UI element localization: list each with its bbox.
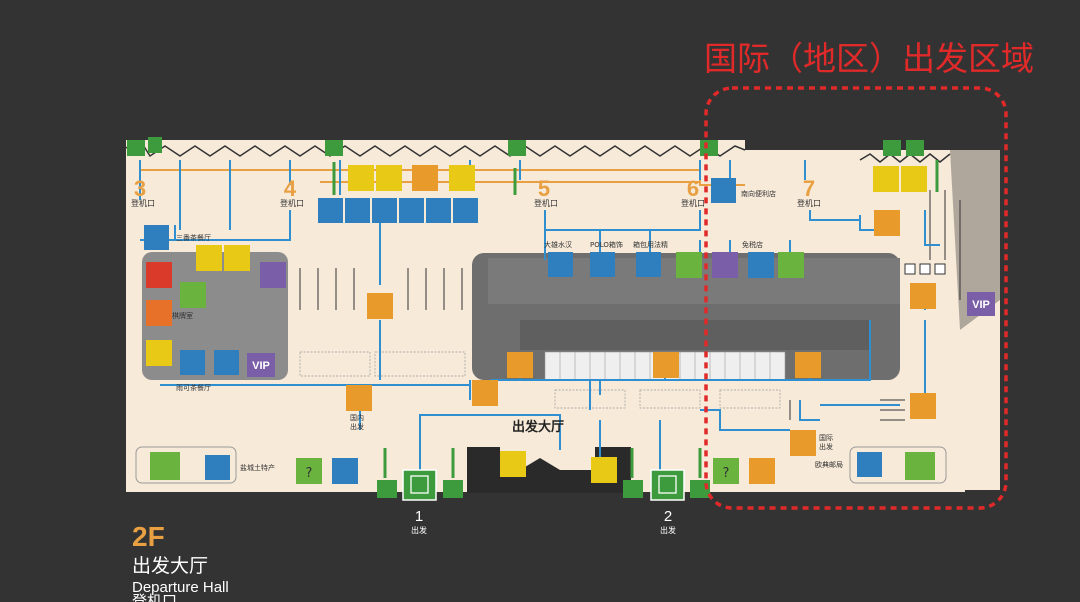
chess-room-label: 棋牌室 bbox=[172, 311, 193, 320]
nursing-icon bbox=[712, 252, 738, 278]
entrance-number: 1 bbox=[415, 508, 423, 525]
escalator-icon bbox=[348, 165, 374, 191]
shop-icons bbox=[144, 178, 882, 480]
gate-label: 登机口 bbox=[681, 198, 705, 208]
entrance-2-icon[interactable] bbox=[650, 469, 685, 501]
elevator-icon bbox=[591, 457, 617, 483]
floor-sub: 登机口 bbox=[132, 593, 177, 602]
local-specialty-label: 盐城土特产 bbox=[240, 463, 275, 472]
intl-departure-label: 国际出发 bbox=[819, 433, 833, 451]
elevator-icon bbox=[449, 165, 475, 191]
facade-edge bbox=[125, 138, 746, 158]
vip-badge-left bbox=[247, 353, 275, 377]
info-icon bbox=[296, 458, 322, 484]
dajing-water-label: 大雄水汉 bbox=[544, 240, 572, 249]
entrance-number: 2 bbox=[664, 508, 672, 525]
left-core bbox=[142, 252, 288, 380]
elevator-icon bbox=[367, 293, 393, 319]
entrance-label: 出发 bbox=[411, 525, 427, 535]
toilet-icon bbox=[150, 452, 180, 480]
convenience-label: 南向便利店 bbox=[741, 189, 776, 198]
exit-signs bbox=[127, 137, 924, 498]
floor-name-cn: 出发大厅 bbox=[132, 555, 208, 577]
restaurant-icon bbox=[146, 262, 172, 288]
gate-number: 5 bbox=[538, 176, 550, 201]
polo-label: POLO箱饰 bbox=[590, 240, 623, 249]
info-icon bbox=[713, 458, 739, 484]
svg-text:?: ? bbox=[306, 466, 313, 481]
luggage-icon bbox=[795, 352, 821, 378]
domestic-departure-icon bbox=[346, 385, 372, 411]
facility-icons bbox=[146, 165, 936, 484]
stairs-icon bbox=[901, 166, 927, 192]
toilet-icon bbox=[676, 252, 702, 278]
restaurant-icon bbox=[146, 300, 172, 326]
gate-number: 6 bbox=[687, 176, 699, 201]
baby-icon bbox=[748, 252, 774, 278]
luggage-shop-label: 箱包用法精 bbox=[633, 240, 668, 249]
gate-label: 登机口 bbox=[280, 198, 304, 208]
floor-name-en: Departure Hall bbox=[132, 579, 229, 596]
gate-number: 4 bbox=[284, 176, 297, 201]
nursing-icon bbox=[260, 262, 286, 288]
luggage-icon bbox=[507, 352, 533, 378]
stairs-icon bbox=[224, 245, 250, 271]
checkin-icon bbox=[910, 283, 936, 309]
baby-care-icon bbox=[412, 165, 438, 191]
stairs-icon bbox=[376, 165, 402, 191]
toilet-icon bbox=[905, 452, 935, 480]
info-people-icon bbox=[653, 352, 679, 378]
gate-label: 登机口 bbox=[131, 198, 155, 208]
floor-code: 2F bbox=[132, 521, 165, 552]
escalator-icon bbox=[500, 451, 526, 477]
ticket-icon bbox=[749, 458, 775, 484]
region-label: 国际（地区）出发区域 bbox=[704, 39, 1034, 78]
tea-restaurant-bottom-label: 雨可茶餐厅 bbox=[176, 383, 211, 392]
ticket-icon bbox=[332, 458, 358, 484]
vip-label-right: VIP bbox=[972, 299, 990, 311]
escalator-icon bbox=[196, 245, 222, 271]
toilet-icon bbox=[778, 252, 804, 278]
gate-label: 登机口 bbox=[797, 198, 821, 208]
post-label: 欧典邮局 bbox=[815, 460, 843, 469]
escalator-icon bbox=[873, 166, 899, 192]
tea-restaurant-top-label: 三番茶餐厅 bbox=[176, 233, 211, 242]
svg-text:?: ? bbox=[723, 466, 730, 481]
departure-hall-label: 出发大厅 bbox=[512, 419, 564, 435]
toilet-icon bbox=[180, 282, 206, 308]
walking-routes bbox=[139, 160, 940, 470]
entrance-label: 出发 bbox=[660, 525, 676, 535]
elevator-icon bbox=[146, 340, 172, 366]
toilet-icon bbox=[472, 380, 498, 406]
intl-departure-icon bbox=[790, 430, 816, 456]
vip-label-left: VIP bbox=[252, 360, 270, 372]
domestic-departure-label: 国内出发 bbox=[350, 413, 364, 431]
elevator-icon bbox=[874, 210, 900, 236]
vip-badge-right bbox=[967, 292, 995, 316]
entrance-1-icon[interactable] bbox=[402, 469, 437, 501]
dutyfree-label: 免税店 bbox=[742, 240, 763, 249]
gate-number: 3 bbox=[134, 176, 146, 201]
gate-label: 登机口 bbox=[534, 198, 558, 208]
gate-number: 7 bbox=[803, 176, 815, 201]
intl-region-outline bbox=[704, 86, 1008, 510]
outer-wall bbox=[950, 150, 1000, 330]
checkin-icon bbox=[910, 393, 936, 419]
